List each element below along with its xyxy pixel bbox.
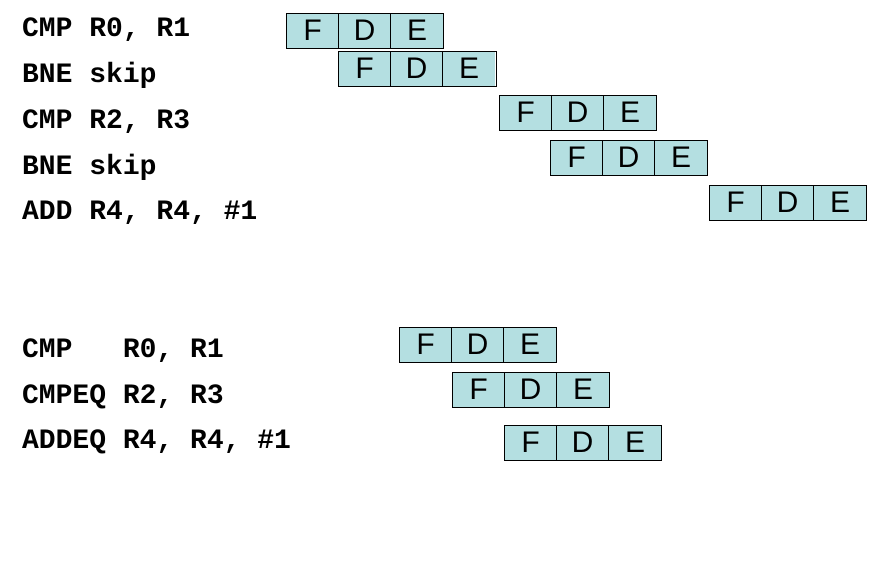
- decode-stage-cell: D: [391, 52, 443, 86]
- fetch-stage-cell: F: [339, 52, 391, 86]
- pipeline-stages: F D E: [504, 425, 662, 461]
- fetch-stage-cell: F: [505, 426, 557, 460]
- decode-stage-cell: D: [603, 141, 655, 175]
- execute-stage-cell: E: [443, 52, 495, 86]
- instruction-label: BNE skip: [22, 152, 157, 183]
- decode-stage-cell: D: [339, 14, 391, 48]
- pipeline-stages: F D E: [709, 185, 867, 221]
- decode-stage-cell: D: [505, 373, 557, 407]
- execute-stage-cell: E: [504, 328, 556, 362]
- pipeline-stages: F D E: [452, 372, 610, 408]
- pipeline-stages: F D E: [550, 140, 708, 176]
- execute-stage-cell: E: [604, 96, 656, 130]
- decode-stage-cell: D: [762, 186, 814, 220]
- instruction-label: CMP R0, R1: [22, 335, 224, 366]
- decode-stage-cell: D: [452, 328, 504, 362]
- instruction-label: CMP R2, R3: [22, 106, 191, 137]
- instruction-label: CMPEQ R2, R3: [22, 381, 224, 412]
- instruction-label: ADDEQ R4, R4, #1: [22, 426, 291, 457]
- pipeline-stages: F D E: [399, 327, 557, 363]
- execute-stage-cell: E: [655, 141, 707, 175]
- execute-stage-cell: E: [557, 373, 609, 407]
- instruction-label: BNE skip: [22, 60, 157, 91]
- fetch-stage-cell: F: [551, 141, 603, 175]
- fetch-stage-cell: F: [500, 96, 552, 130]
- fetch-stage-cell: F: [400, 328, 452, 362]
- execute-stage-cell: E: [814, 186, 866, 220]
- instruction-label: CMP R0, R1: [22, 14, 191, 45]
- pipeline-stages: F D E: [338, 51, 497, 87]
- fetch-stage-cell: F: [453, 373, 505, 407]
- decode-stage-cell: D: [557, 426, 609, 460]
- execute-stage-cell: E: [609, 426, 661, 460]
- pipeline-stages: F D E: [286, 13, 444, 49]
- pipeline-stages: F D E: [499, 95, 657, 131]
- fetch-stage-cell: F: [710, 186, 762, 220]
- instruction-label: ADD R4, R4, #1: [22, 197, 258, 228]
- decode-stage-cell: D: [552, 96, 604, 130]
- execute-stage-cell: E: [391, 14, 443, 48]
- fetch-stage-cell: F: [287, 14, 339, 48]
